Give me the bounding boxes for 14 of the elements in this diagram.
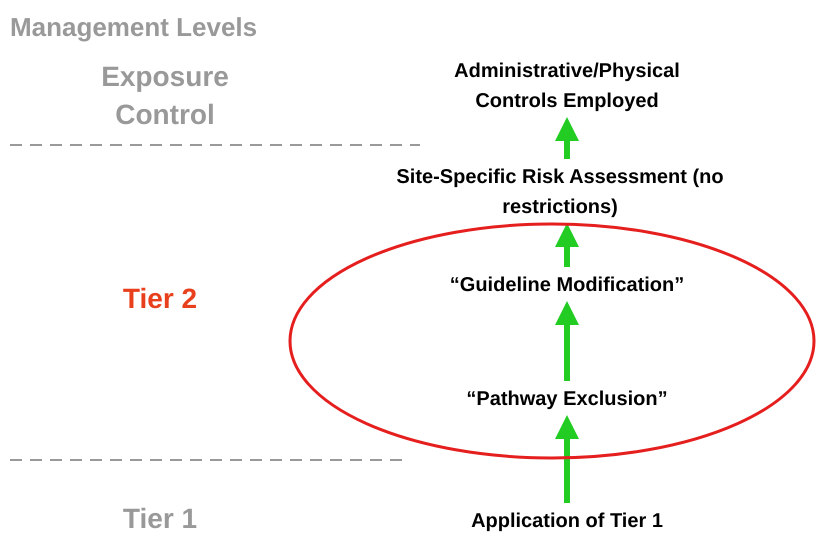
level-label: Tier 2: [122, 282, 198, 316]
level-label: Exposure Control: [100, 60, 230, 132]
heading: Management Levels: [10, 11, 258, 44]
step-label: Site-Specific Risk Assessment (no restrictions): [365, 162, 755, 222]
arrow: [555, 223, 579, 267]
step-label: “Pathway Exclusion”: [466, 384, 668, 414]
level-label: Tier 1: [122, 502, 198, 534]
arrow: [555, 301, 579, 381]
arrow: [555, 415, 579, 503]
arrow: [555, 117, 579, 159]
oval-outline: [288, 222, 816, 460]
step-label: “Guideline Modification”: [450, 270, 684, 300]
step-label: Administrative/Physical Controls Employed: [417, 56, 717, 116]
step-label: Application of Tier 1: [471, 506, 663, 534]
